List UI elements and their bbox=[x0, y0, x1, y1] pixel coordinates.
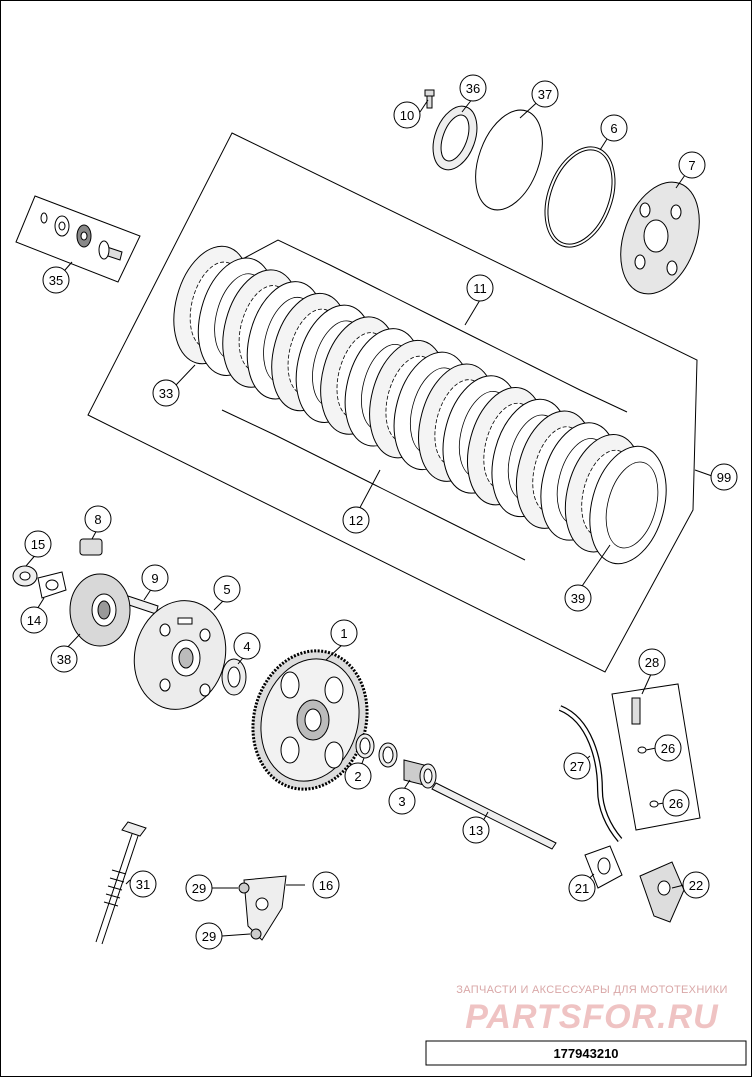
part-31-spring-rod bbox=[95, 821, 147, 945]
callout-37[interactable]: 37 bbox=[531, 80, 559, 108]
svg-text:29: 29 bbox=[202, 929, 216, 944]
svg-text:13: 13 bbox=[469, 823, 483, 838]
callout-16[interactable]: 16 bbox=[312, 871, 340, 899]
clutch-pack-outline bbox=[87, 132, 698, 673]
callout-8[interactable]: 8 bbox=[84, 505, 112, 533]
svg-text:31: 31 bbox=[136, 877, 150, 892]
callout-39[interactable]: 39 bbox=[564, 584, 592, 612]
callout-29b[interactable]: 29 bbox=[195, 922, 223, 950]
part-22-slave-cylinder bbox=[639, 861, 685, 923]
callout-21[interactable]: 21 bbox=[568, 874, 596, 902]
part-35-items bbox=[40, 212, 123, 261]
callout-36[interactable]: 36 bbox=[459, 74, 487, 102]
svg-text:36: 36 bbox=[466, 81, 480, 96]
part-5-inner-hub bbox=[133, 600, 227, 710]
svg-text:27: 27 bbox=[570, 759, 584, 774]
callout-12[interactable]: 12 bbox=[342, 506, 370, 534]
clutch-plate-bore bbox=[605, 461, 659, 549]
callout-35[interactable]: 35 bbox=[42, 266, 70, 294]
callout-28[interactable]: 28 bbox=[638, 648, 666, 676]
svg-text:9: 9 bbox=[151, 571, 158, 586]
svg-text:35: 35 bbox=[49, 273, 63, 288]
svg-text:38: 38 bbox=[57, 652, 71, 667]
svg-text:4: 4 bbox=[243, 639, 250, 654]
part-8-clip bbox=[79, 538, 103, 556]
callout-33[interactable]: 33 bbox=[152, 379, 180, 407]
callout-26b[interactable]: 26 bbox=[662, 789, 690, 817]
part-36-bearing bbox=[432, 105, 478, 171]
callout-7[interactable]: 7 bbox=[678, 151, 706, 179]
watermark-logo: PARTSFOR.RU bbox=[465, 998, 719, 1036]
svg-text:14: 14 bbox=[27, 613, 41, 628]
svg-text:15: 15 bbox=[31, 537, 45, 552]
svg-text:21: 21 bbox=[575, 881, 589, 896]
clutch-plates bbox=[173, 245, 667, 565]
svg-text:16: 16 bbox=[319, 878, 333, 893]
callout-15[interactable]: 15 bbox=[24, 530, 52, 558]
watermark-caption: ЗАПЧАСТИ И АКСЕССУАРЫ ДЛЯ МОТОТЕХНИКИ bbox=[456, 984, 727, 996]
svg-text:5: 5 bbox=[223, 582, 230, 597]
callout-38[interactable]: 38 bbox=[50, 645, 78, 673]
group-bracket-11 bbox=[221, 239, 628, 413]
svg-text:1: 1 bbox=[340, 626, 347, 641]
part-1-outer-basket bbox=[251, 649, 369, 791]
part-7-pressure-plate bbox=[620, 181, 700, 295]
drawing-id: 177943210 bbox=[553, 1046, 618, 1061]
svg-text:6: 6 bbox=[610, 121, 617, 136]
part-13-pushrod bbox=[431, 782, 557, 850]
svg-text:99: 99 bbox=[717, 470, 731, 485]
part-3-bush bbox=[403, 759, 437, 789]
part-4-washer bbox=[221, 658, 247, 696]
callout-14[interactable]: 14 bbox=[20, 606, 48, 634]
part-38-hub bbox=[69, 573, 131, 647]
svg-text:26: 26 bbox=[661, 741, 675, 756]
leader-line bbox=[694, 469, 713, 477]
part-16-bracket bbox=[238, 875, 287, 941]
svg-text:39: 39 bbox=[571, 591, 585, 606]
svg-text:33: 33 bbox=[159, 386, 173, 401]
svg-text:37: 37 bbox=[538, 87, 552, 102]
svg-text:8: 8 bbox=[94, 512, 101, 527]
svg-text:10: 10 bbox=[400, 108, 414, 123]
callout-5[interactable]: 5 bbox=[213, 575, 241, 603]
svg-text:12: 12 bbox=[349, 513, 363, 528]
svg-text:3: 3 bbox=[398, 794, 405, 809]
callout-31[interactable]: 31 bbox=[129, 870, 157, 898]
svg-text:7: 7 bbox=[688, 158, 695, 173]
svg-text:22: 22 bbox=[689, 878, 703, 893]
callout-3[interactable]: 3 bbox=[388, 787, 416, 815]
svg-text:26: 26 bbox=[669, 796, 683, 811]
callout-1[interactable]: 1 bbox=[330, 619, 358, 647]
part-21-gasket bbox=[584, 845, 623, 889]
group-bracket-12 bbox=[221, 409, 526, 561]
callout-29a[interactable]: 29 bbox=[185, 874, 213, 902]
svg-text:28: 28 bbox=[645, 655, 659, 670]
callout-9[interactable]: 9 bbox=[141, 564, 169, 592]
part-6-ring bbox=[544, 146, 616, 248]
callout-99[interactable]: 99 bbox=[710, 463, 738, 491]
drawing-id-box bbox=[425, 1040, 747, 1066]
part-27-hose-inner bbox=[559, 706, 622, 842]
callout-10[interactable]: 10 bbox=[393, 101, 421, 129]
callout-27[interactable]: 27 bbox=[563, 752, 591, 780]
part-2-bush bbox=[355, 733, 398, 768]
part-35-box bbox=[15, 195, 141, 283]
part-28-box bbox=[611, 683, 701, 831]
svg-text:11: 11 bbox=[473, 281, 487, 296]
svg-text:2: 2 bbox=[354, 769, 361, 784]
part-15-nut bbox=[12, 565, 38, 587]
callout-13[interactable]: 13 bbox=[462, 816, 490, 844]
callout-4[interactable]: 4 bbox=[233, 632, 261, 660]
callout-2[interactable]: 2 bbox=[344, 762, 372, 790]
callout-26a[interactable]: 26 bbox=[654, 734, 682, 762]
part-14-washer bbox=[37, 571, 67, 599]
callout-11[interactable]: 11 bbox=[466, 274, 494, 302]
callout-group: 10 36 37 6 7 11 35 33 99 12 39 8 15 9 5 … bbox=[20, 74, 738, 950]
callout-22[interactable]: 22 bbox=[682, 871, 710, 899]
svg-text:29: 29 bbox=[192, 881, 206, 896]
callout-6[interactable]: 6 bbox=[600, 114, 628, 142]
